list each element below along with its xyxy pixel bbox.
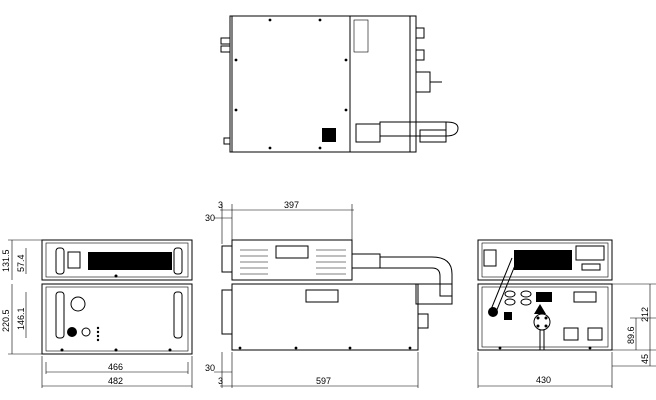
dim-rear-height-small: 45 [640, 354, 650, 364]
dim-side-offset-top: 3 [218, 200, 223, 210]
dim-side-length-bottom: 597 [316, 376, 331, 386]
dim-front-width-inner: 466 [108, 362, 123, 372]
dim-side-offset-bottom: 30 [205, 363, 215, 373]
rear-view: 430 212 89.6 45 [477, 239, 656, 388]
dim-rear-height: 212 [640, 307, 650, 322]
dim-rear-height-inner: 89.6 [626, 326, 636, 344]
dim-front-height-lower: 220.5 [1, 309, 11, 332]
dim-side-offset-bottom-2: 3 [218, 376, 223, 386]
side-view: 3 30 397 30 3 597 [205, 200, 453, 388]
dim-front-height-upper-inner: 57.4 [16, 254, 26, 272]
dim-front-height-lower-inner: 146.1 [16, 307, 26, 330]
dim-side-length-top: 397 [284, 200, 299, 210]
front-view: 466 482 131.5 57.4 220.5 146.1 [1, 239, 193, 388]
dim-front-height-upper: 131.5 [1, 249, 11, 272]
top-view [220, 15, 459, 153]
dim-rear-width: 430 [536, 375, 551, 385]
dim-side-offset-top-2: 30 [205, 213, 215, 223]
dim-front-width-outer: 482 [108, 376, 123, 386]
